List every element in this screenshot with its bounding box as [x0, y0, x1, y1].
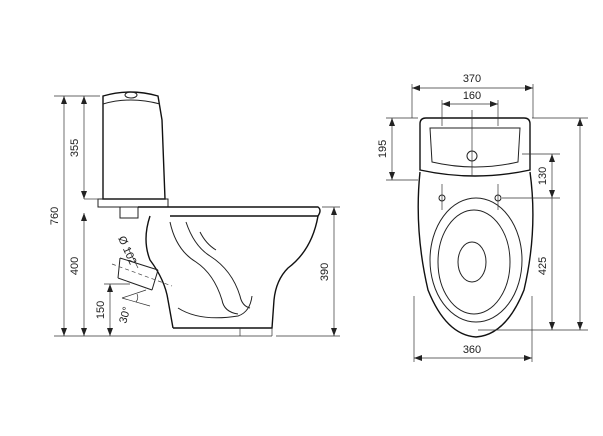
dim-hole-spacing: 160 — [463, 90, 481, 102]
dim-tank-height: 355 — [69, 139, 81, 157]
dim-bowl-length: 425 — [537, 257, 549, 275]
bowl-foot — [180, 328, 273, 337]
trap-inner-3 — [199, 231, 217, 251]
trap-inner-1 — [169, 221, 239, 315]
dim-bowl-width: 360 — [463, 344, 481, 356]
dim-pipe-diameter: Ø 102 — [115, 234, 138, 266]
cistern-lid — [102, 99, 161, 105]
bowl-top-outline — [417, 171, 534, 338]
bowl-back — [145, 215, 174, 329]
dim-total-height: 760 — [49, 207, 61, 225]
cistern-outline — [102, 91, 166, 200]
dim-bolt-offset: 130 — [537, 167, 549, 185]
top-view: 370 160 195 130 425 — [377, 73, 588, 362]
angle-arc — [121, 289, 151, 307]
cistern-base — [97, 198, 169, 208]
dim-outlet-height: 150 — [95, 301, 107, 319]
dim-tank-depth: 195 — [377, 140, 389, 158]
cistern-top-inner — [429, 127, 521, 168]
dim-tank-width: 370 — [463, 73, 481, 85]
cistern-connector — [119, 207, 139, 219]
dim-seat-height: 400 — [69, 257, 81, 275]
dim-outlet-angle: 30° — [117, 306, 133, 325]
bowl-rim — [138, 206, 321, 217]
seat-inner — [437, 209, 511, 315]
seat-outer — [429, 197, 523, 323]
outlet-pipe — [117, 257, 159, 291]
drain-opening — [457, 241, 487, 283]
dim-bowl-height: 390 — [319, 263, 331, 281]
side-view: 760 355 400 150 Ø 102 30° 390 — [49, 91, 340, 337]
outlet-axis — [111, 263, 173, 287]
flush-button-icon — [124, 91, 138, 99]
trap-inner-2 — [185, 221, 251, 309]
cistern-top-outline — [419, 117, 531, 177]
bowl-front — [173, 215, 319, 329]
trap-bottom — [177, 295, 253, 319]
